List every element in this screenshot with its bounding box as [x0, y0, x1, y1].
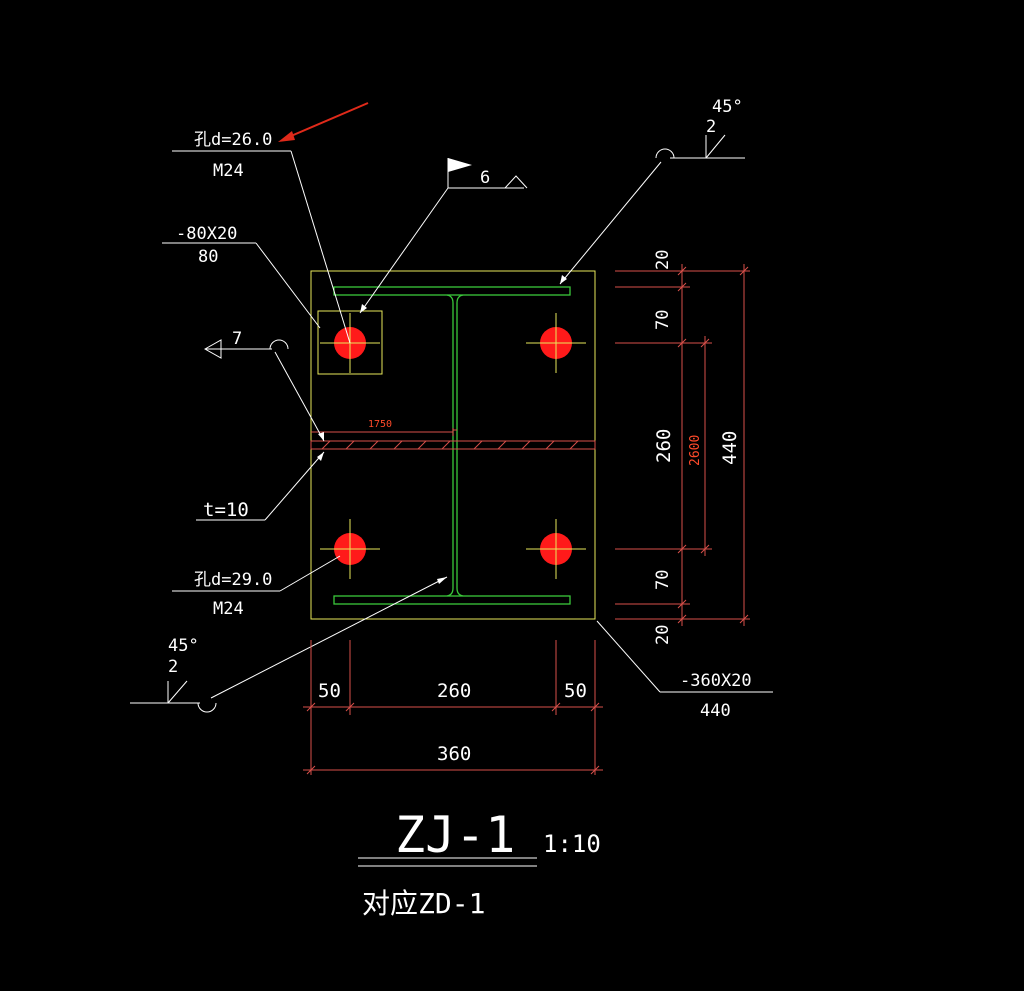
dim-right-20-bottom: 20 [653, 625, 673, 645]
dimensions-right: 20 70 260 70 20 2600 440 [615, 250, 750, 645]
bolt-top-label: M24 [213, 161, 244, 181]
weld-top-angle: 45° [712, 97, 743, 117]
web-right-edge [456, 294, 464, 597]
top-flange [333, 286, 571, 296]
plate-len-label: 440 [700, 701, 731, 721]
bolt-bottom-left [320, 519, 380, 579]
dim-right-inner: 2600 [688, 435, 703, 466]
weld-flag-symbol: 6 [359, 158, 528, 314]
stiffener-t-label: t=10 [203, 499, 249, 521]
callout-pad-plate: -80X20 80 [162, 224, 321, 329]
dim-bottom-overall: 360 [437, 743, 471, 765]
pad-size-label: -80X20 [176, 224, 237, 244]
red-pointer-arrow [278, 102, 369, 142]
weld-top-size: 2 [706, 117, 716, 137]
weld-left-symbol: 7 [203, 329, 325, 442]
bolt-top-right [526, 313, 586, 373]
bottom-flange [333, 595, 571, 605]
weld-bottom-size: 2 [168, 657, 178, 677]
callout-base-plate: -360X20 440 [596, 620, 773, 721]
stiffener-outline [310, 440, 596, 450]
drawing-scale: 1:10 [543, 830, 601, 858]
pad-len-label: 80 [198, 247, 218, 267]
dim-right-70-top: 70 [653, 310, 673, 330]
callout-stiffener-thickness: t=10 [196, 451, 325, 521]
stiffener-hatch [321, 440, 579, 450]
title-block: ZJ-1 1:10 对应ZD-1 [358, 806, 601, 920]
weld-left-size: 7 [232, 329, 242, 349]
dim-bottom-50-left: 50 [318, 680, 341, 702]
weld-top-right-symbol: 45° 2 [559, 97, 745, 285]
pad-plate [317, 310, 383, 375]
dim-right-20-top: 20 [653, 250, 673, 270]
hole-bottom-label: 孔d=29.0 [194, 570, 272, 590]
dimensions-bottom: 50 260 50 360 [303, 640, 603, 775]
weld-flag-size: 6 [480, 168, 490, 188]
stiffener-dim-text: 1750 [368, 419, 392, 430]
hole-top-label: 孔d=26.0 [194, 130, 272, 150]
dim-right-70-bottom: 70 [653, 570, 673, 590]
weld-bottom-left-symbol: 45° 2 [130, 576, 448, 713]
dim-bottom-260: 260 [437, 680, 471, 702]
bolt-bottom-right [526, 519, 586, 579]
callout-hole-top: 孔d=26.0 M24 [172, 130, 351, 344]
web-left-edge [446, 294, 454, 597]
drawing-title: ZJ-1 [395, 806, 515, 864]
h-section [333, 286, 571, 605]
stiffener: 1750 [310, 419, 596, 450]
drawing-subtitle: 对应ZD-1 [362, 887, 485, 920]
dim-right-260: 260 [653, 429, 675, 463]
dim-right-overall: 440 [719, 431, 741, 465]
bolt-bottom-label: M24 [213, 599, 244, 619]
weld-bottom-angle: 45° [168, 636, 199, 656]
dim-bottom-50-right: 50 [564, 680, 587, 702]
callout-hole-bottom: 孔d=29.0 M24 [172, 555, 341, 619]
plate-size-label: -360X20 [680, 671, 752, 691]
